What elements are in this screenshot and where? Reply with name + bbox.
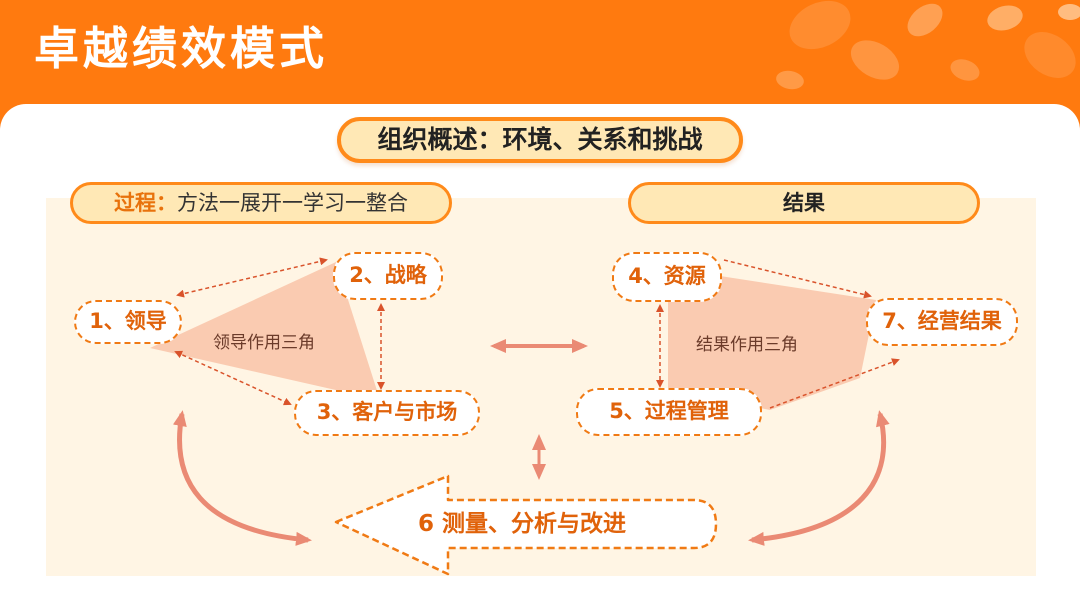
right-feedback-arrow xyxy=(748,410,890,546)
node-leadership: 1、领导 xyxy=(74,300,182,344)
decorative-leaves xyxy=(776,0,1080,90)
node-process-management: 5、过程管理 xyxy=(576,388,762,436)
process-banner-text: 方法一展开一学习一整合 xyxy=(177,191,408,215)
left-feedback-arrow xyxy=(172,410,312,546)
measurement-arrow-shape xyxy=(334,474,718,576)
results-triangle xyxy=(668,268,876,410)
process-results-arrow xyxy=(769,358,900,409)
process-banner-prefix: 过程： xyxy=(114,191,177,215)
leadership-strategy-arrow xyxy=(176,257,328,298)
results-triangle-label: 结果作用三角 xyxy=(696,335,798,355)
node-resources: 4、资源 xyxy=(612,252,722,302)
node-customers-markets: 3、客户与市场 xyxy=(294,390,480,436)
results-banner: 结果 xyxy=(628,182,980,224)
organization-overview-banner: 组织概述：环境、关系和挑战 xyxy=(337,117,743,163)
node-measurement-analysis: 6 测量、分析与改进 xyxy=(418,511,627,537)
node-strategy: 2、战略 xyxy=(333,252,443,300)
leadership-triangle-label: 领导作用三角 xyxy=(213,333,315,353)
node-business-results: 7、经营结果 xyxy=(866,298,1018,346)
page-title: 卓越绩效模式 xyxy=(34,22,329,75)
process-banner: 过程：方法一展开一学习一整合 xyxy=(70,182,452,224)
